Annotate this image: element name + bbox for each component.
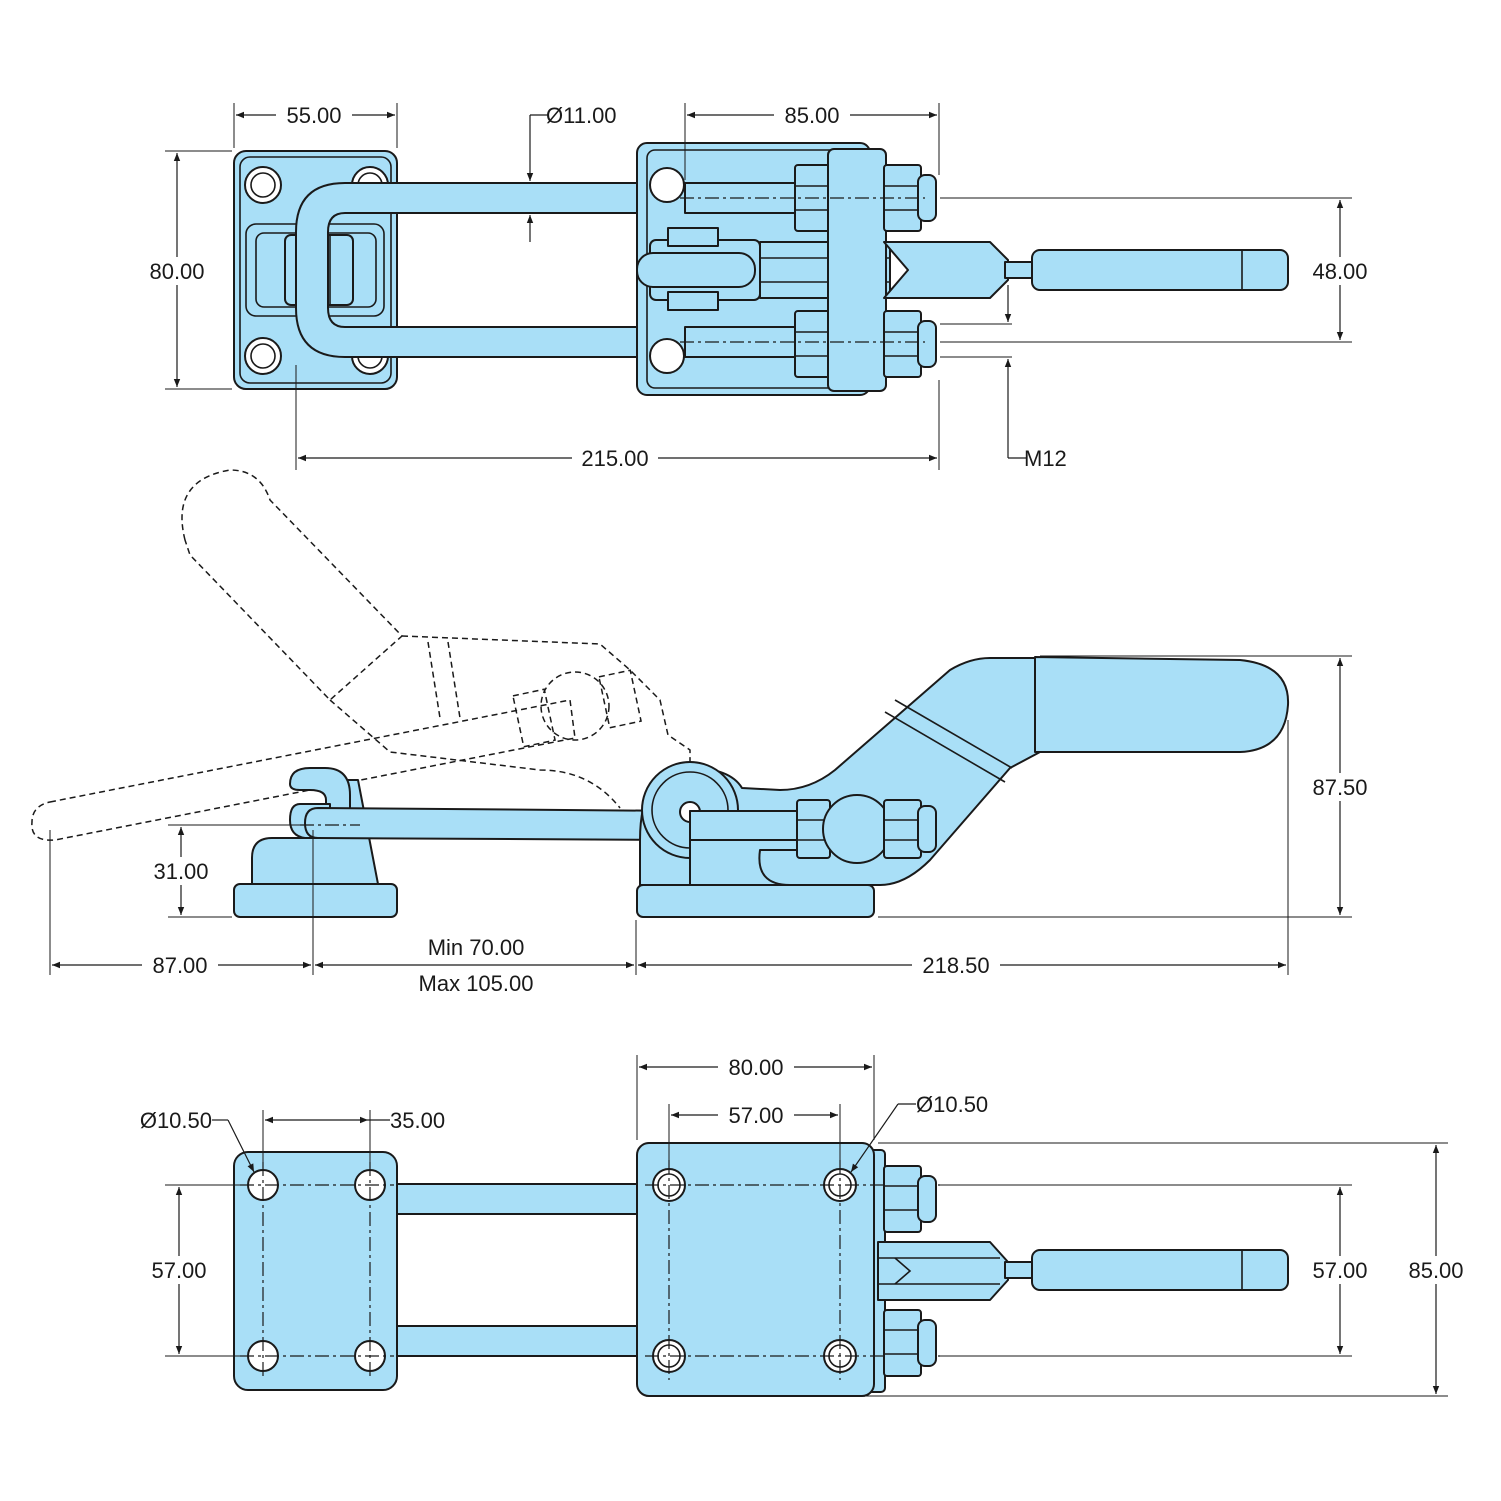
dim-bottom-body-width: 80.00 [728,1055,783,1080]
bottom-view-lower-rod [394,1325,646,1357]
dim-base-height: 80.00 [149,259,204,284]
top-view-u-hook [295,182,656,358]
dim-hole-spacing-x-right: 57.00 [728,1103,783,1128]
dim-hole-spacing-y-left: 57.00 [151,1258,206,1283]
top-view-clamp-body [636,142,1289,396]
dim-hole-spacing-x-left: 35.00 [390,1108,445,1133]
bottom-view: Ø10.50 35.00 57.00 80.00 57.00 Ø10.50 [140,1053,1474,1397]
dim-hook-height: 31.00 [153,859,208,884]
dim-base-width: 55.00 [286,103,341,128]
dim-stroke-min: Min 70.00 [428,935,525,960]
side-view-open-position-phantom [31,469,691,841]
bottom-view-clamp-body [636,1142,1289,1397]
dim-rod-diameter: Ø11.00 [546,103,617,128]
dim-hole-diameter-left: Ø10.50 [140,1108,212,1133]
bottom-view-hook-base [233,1151,398,1391]
side-view-clamp-body [300,656,1290,918]
dim-stroke-max: Max 105.00 [419,971,534,996]
bottom-view-dimensions: Ø10.50 35.00 57.00 80.00 57.00 Ø10.50 [140,1053,1474,1397]
dim-hole-spacing-y-right: 57.00 [1312,1258,1367,1283]
side-view-hook-base [233,767,398,918]
dim-rod-spacing: 48.00 [1312,259,1367,284]
side-view-dimensions: 87.50 31.00 87.00 Min 70.00 Max 105.00 2… [49,655,1379,996]
dim-bottom-body-height: 85.00 [1408,1258,1463,1283]
top-view-dimensions: 55.00 Ø11.00 85.00 80.00 48.00 2 [140,101,1379,472]
dim-overall-length: 215.00 [581,446,648,471]
dim-handle-height: 87.50 [1312,775,1367,800]
side-view: 87.50 31.00 87.00 Min 70.00 Max 105.00 2… [31,469,1379,996]
dim-thread: M12 [1024,446,1067,471]
dim-handle-travel: 87.00 [152,953,207,978]
dim-body-width: 85.00 [784,103,839,128]
dim-body-length: 218.50 [922,953,989,978]
side-view-rod [304,807,691,841]
dim-hole-diameter-right: Ø10.50 [916,1092,988,1117]
top-view: 55.00 Ø11.00 85.00 80.00 48.00 2 [140,101,1379,472]
bottom-view-upper-rod [394,1183,646,1215]
